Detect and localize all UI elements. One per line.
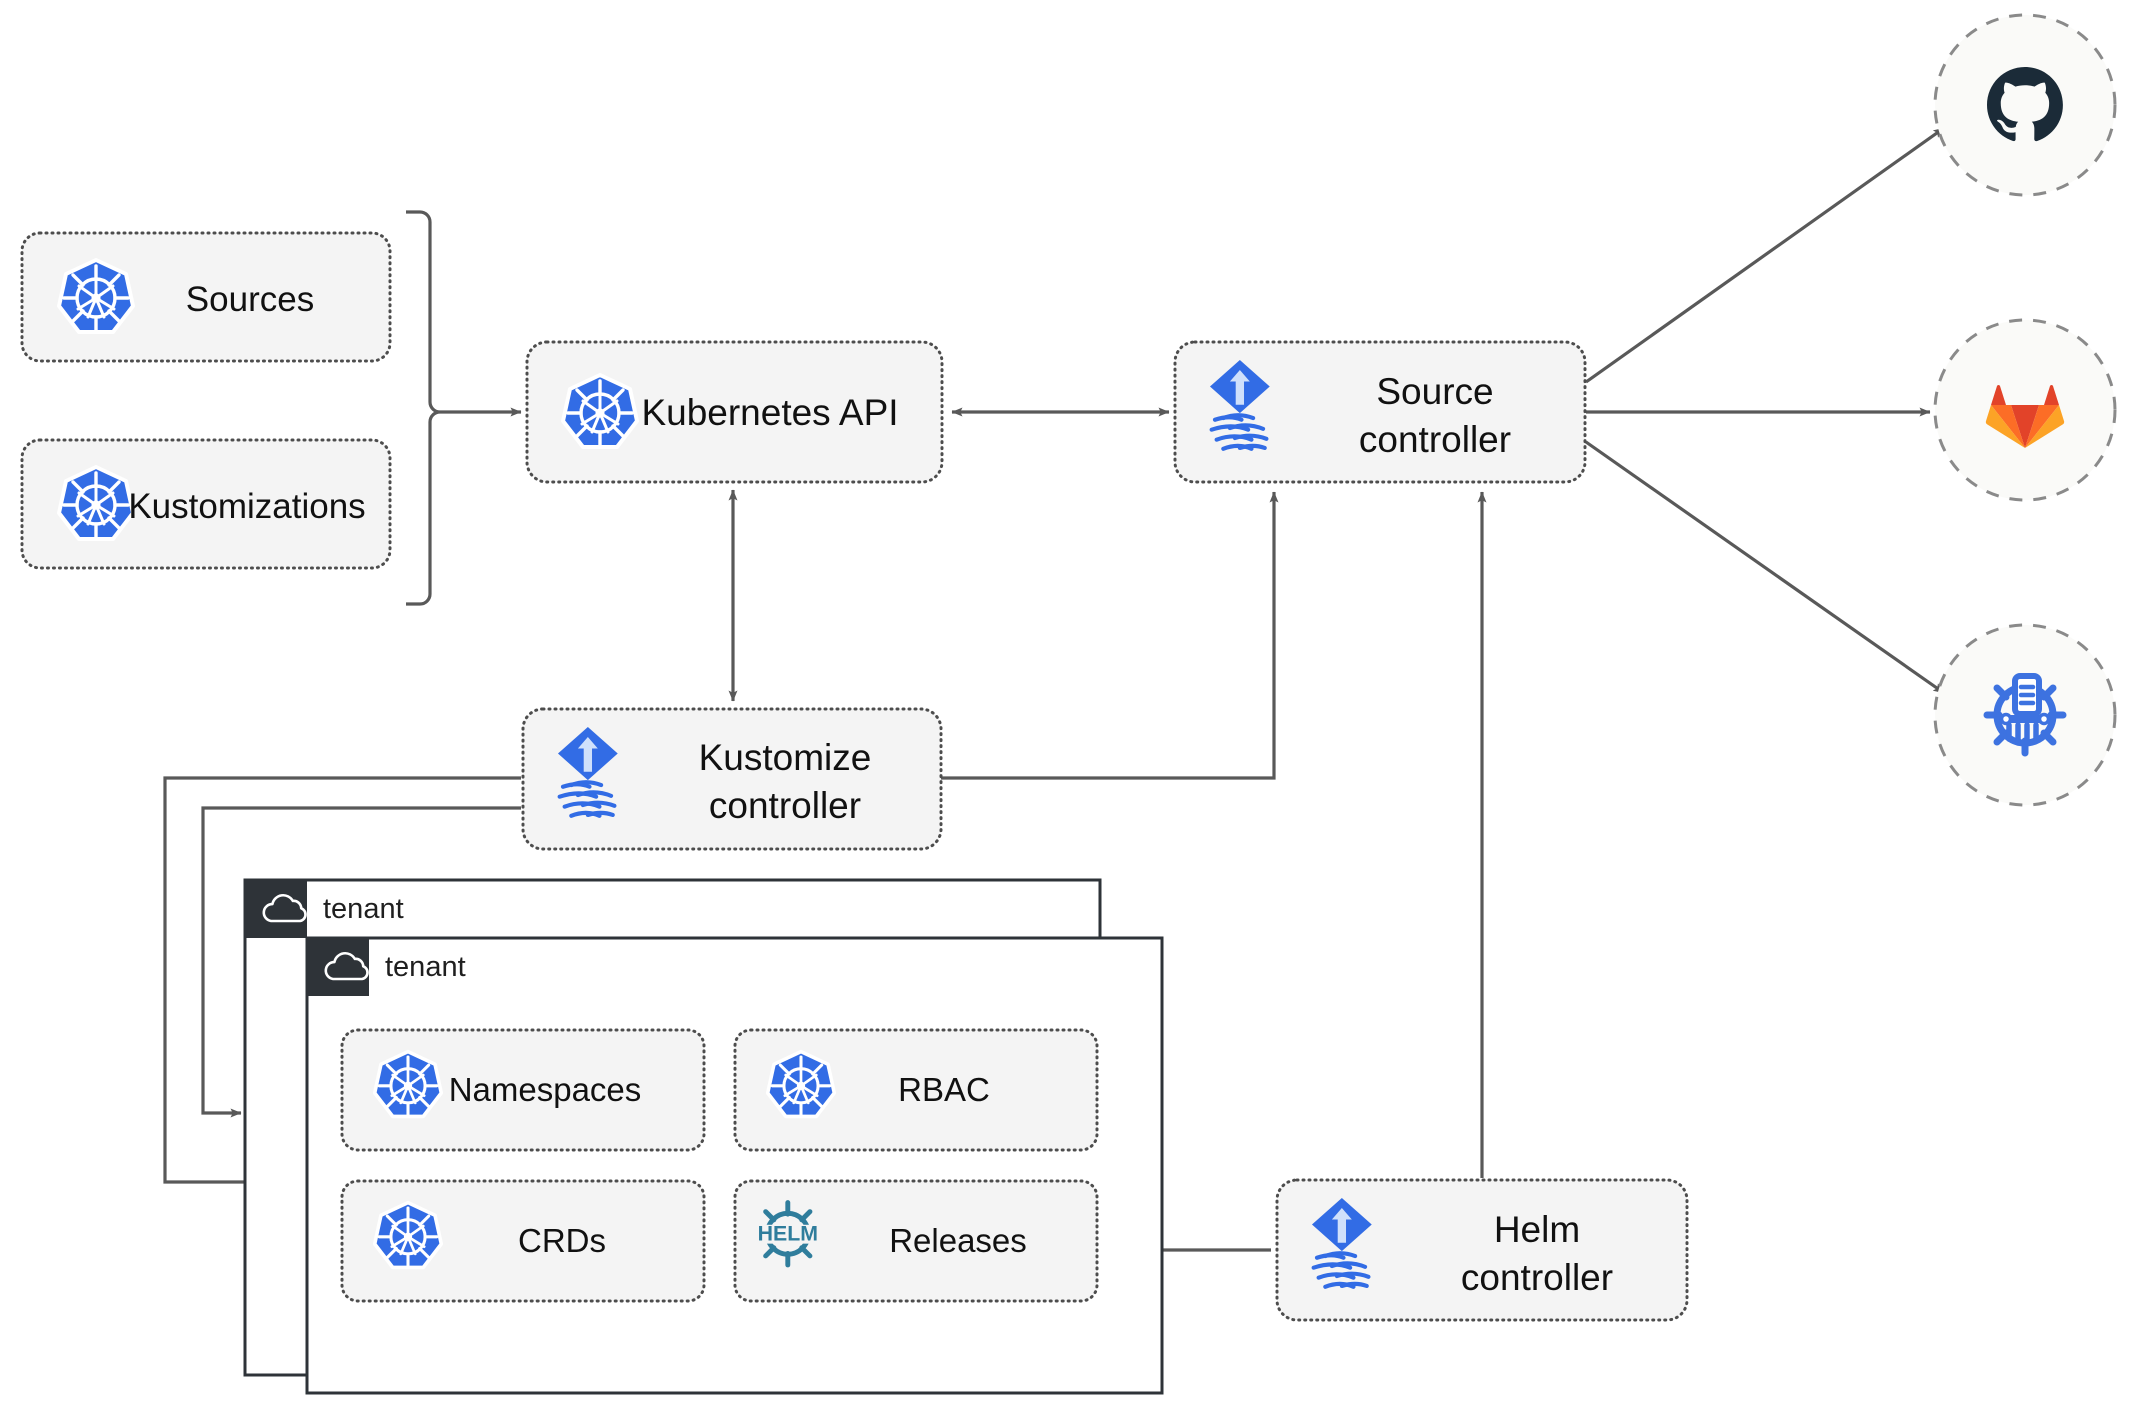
node-label-line1: Kustomize: [699, 737, 872, 778]
connector-kustomize-controller-tenant-outer: [163, 776, 521, 1187]
tenant-resource-label: Namespaces: [449, 1071, 642, 1108]
endpoint-github[interactable]: [1933, 13, 2117, 197]
connector-bracket-sources-kustomizations: [406, 210, 441, 606]
node-label: Kubernetes API: [641, 392, 898, 433]
endpoint-gitlab[interactable]: [1933, 318, 2117, 502]
node-kustomizations[interactable]: Kustomizations: [20, 438, 392, 570]
connector-kustomize-controller-source-controller: [941, 491, 1279, 780]
kubernetes-icon: [57, 465, 135, 541]
tenant-resource-namespaces[interactable]: Namespaces: [340, 1028, 706, 1152]
kubernetes-icon: [57, 258, 135, 334]
tenant-resource-label: Releases: [889, 1222, 1027, 1259]
tenant-resource-label: RBAC: [898, 1071, 990, 1108]
node-label-line2: controller: [709, 785, 861, 826]
helm-repo-icon: [1987, 676, 2063, 753]
connector-kustomize-controller-tenant-inner: [201, 806, 521, 1118]
node-label-line2: controller: [1461, 1257, 1613, 1298]
kubernetes-icon: [372, 1200, 444, 1270]
node-label: Kustomizations: [128, 487, 365, 526]
tenant-label-outer: tenant: [323, 893, 404, 925]
tenant-container-inner: tenant: [305, 936, 1164, 1395]
node-sources[interactable]: Sources: [20, 231, 392, 363]
node-source-controller[interactable]: Source controller: [1173, 340, 1587, 484]
node-kubernetes-api[interactable]: Kubernetes API: [525, 340, 944, 484]
node-label-line1: Helm: [1494, 1209, 1580, 1250]
kubernetes-icon: [372, 1049, 444, 1119]
endpoint-bucket[interactable]: [1933, 623, 2117, 807]
connector-source-controller-bucket: [1585, 440, 1945, 695]
node-helm-controller[interactable]: Helm controller: [1275, 1178, 1689, 1322]
node-label-line1: Source: [1376, 371, 1493, 412]
tenant-resource-releases[interactable]: Releases: [733, 1179, 1099, 1303]
tenant-resource-label: CRDs: [518, 1222, 606, 1259]
kubernetes-icon: [765, 1049, 837, 1119]
node-kustomize-controller[interactable]: Kustomize controller: [521, 707, 943, 851]
tenant-label-inner: tenant: [385, 951, 466, 983]
node-label: Sources: [186, 280, 314, 319]
tenant-resource-crds[interactable]: CRDs: [340, 1179, 706, 1303]
connector-source-controller-github: [1585, 126, 1945, 384]
kubernetes-icon: [561, 373, 639, 449]
tenant-resource-rbac[interactable]: RBAC: [733, 1028, 1099, 1152]
helm-icon: [755, 1203, 821, 1265]
node-label-line2: controller: [1359, 419, 1511, 460]
